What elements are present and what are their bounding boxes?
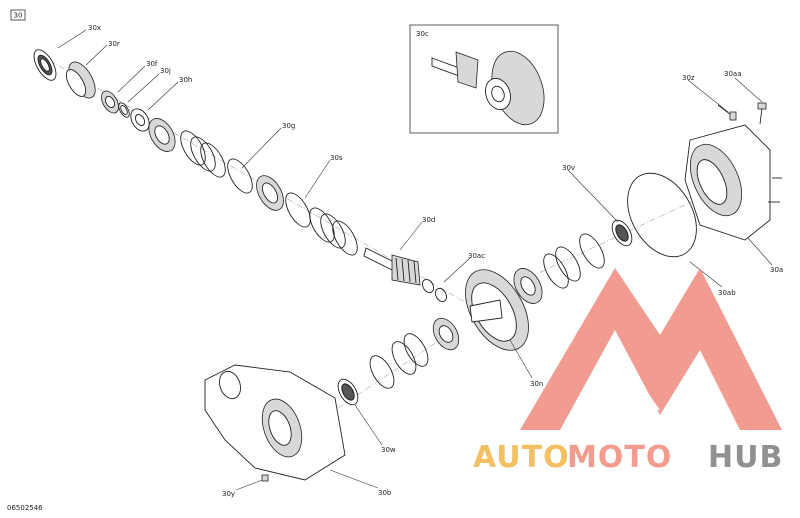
- inset-gear-set: [431, 50, 545, 126]
- callout-30y: 30y: [222, 490, 235, 498]
- figure-number: 30: [14, 12, 23, 20]
- shims-30s: [285, 192, 358, 256]
- callout-30z: 30z: [682, 74, 695, 82]
- washer-30j: [118, 102, 130, 118]
- axis-line-lower: [319, 339, 441, 421]
- logo-word-auto: AUTO: [473, 440, 570, 475]
- logo-word-hub: HUB: [708, 440, 783, 475]
- callout-30j: 30j: [160, 67, 171, 75]
- logo-mark-icon: [520, 268, 782, 430]
- bearing-30s-cone: [256, 175, 284, 211]
- callout-30v: 30v: [562, 164, 575, 172]
- callout-30r: 30r: [108, 40, 120, 48]
- housing-30b: [204, 364, 346, 481]
- figure-number-box: [10, 9, 26, 21]
- seal-30v: [611, 219, 633, 247]
- bearing-lower: [432, 317, 460, 351]
- leader-lines: [57, 29, 773, 491]
- shims-lower: [369, 333, 429, 389]
- callout-30b: 30b: [378, 489, 392, 497]
- callout-30h: 30h: [179, 76, 192, 84]
- bearing-ring-side: [513, 268, 543, 304]
- callout-30w: 30w: [381, 446, 396, 454]
- callout-30g: 30g: [282, 122, 295, 130]
- watermark-logo: AUTO MOTO HUB: [473, 268, 783, 475]
- bolts-30z: [717, 104, 782, 203]
- inset-label: 30c: [416, 30, 429, 38]
- callout-30ac: 30ac: [468, 252, 485, 260]
- pinion-gear-30d: [363, 247, 421, 286]
- shims-ring-side: [543, 233, 605, 289]
- callout-30d: 30d: [422, 216, 435, 224]
- seal-30x: [33, 49, 57, 81]
- callout-30ab: 30ab: [718, 289, 736, 297]
- logo-word-moto: MOTO: [567, 440, 672, 475]
- bearing-cup-30r: [65, 61, 96, 99]
- bearing-30ac: [421, 278, 448, 303]
- ring-gear-30n: [465, 269, 529, 351]
- seal-30w: [337, 378, 359, 406]
- shims-30g: [180, 130, 253, 194]
- callout-30a: 30a: [770, 266, 783, 274]
- callout-30f: 30f: [146, 60, 158, 68]
- bearing-30h: [130, 108, 150, 132]
- o-ring-30ab: [627, 172, 697, 258]
- drawing-number: 06502546: [7, 504, 43, 512]
- callout-30s: 30s: [330, 154, 343, 162]
- cover-30a: [684, 124, 771, 241]
- callout-30n: 30n: [530, 380, 543, 388]
- callout-30x: 30x: [88, 24, 101, 32]
- callout-30aa: 30aa: [724, 70, 742, 78]
- bolt-30aa: [757, 102, 767, 125]
- bearing-30g-cone: [148, 118, 176, 152]
- nut-30f: [101, 90, 119, 114]
- plug-30y: [261, 474, 269, 482]
